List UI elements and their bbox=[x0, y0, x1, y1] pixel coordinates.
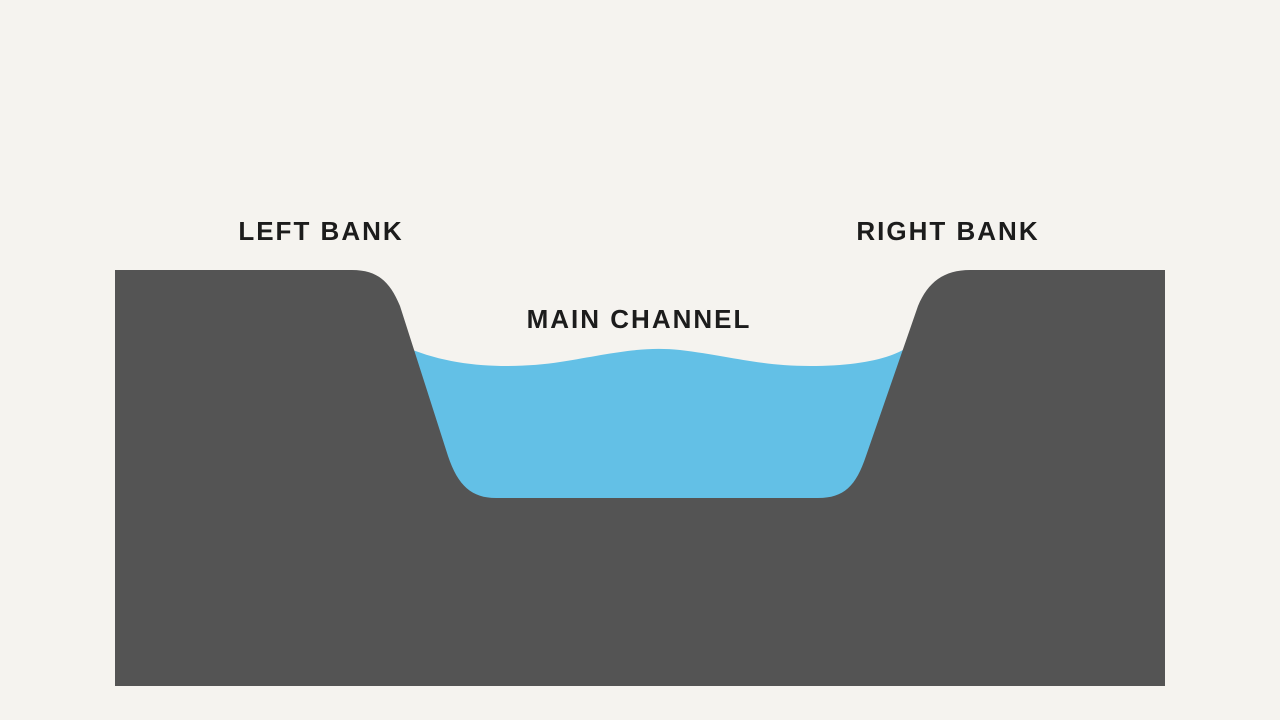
main-channel-label: MAIN CHANNEL bbox=[526, 304, 752, 334]
left-bank-label: LEFT BANK bbox=[238, 216, 404, 246]
riverbed-ground bbox=[115, 270, 1165, 686]
right-bank-label: RIGHT BANK bbox=[856, 216, 1040, 246]
channel-water bbox=[408, 344, 912, 498]
